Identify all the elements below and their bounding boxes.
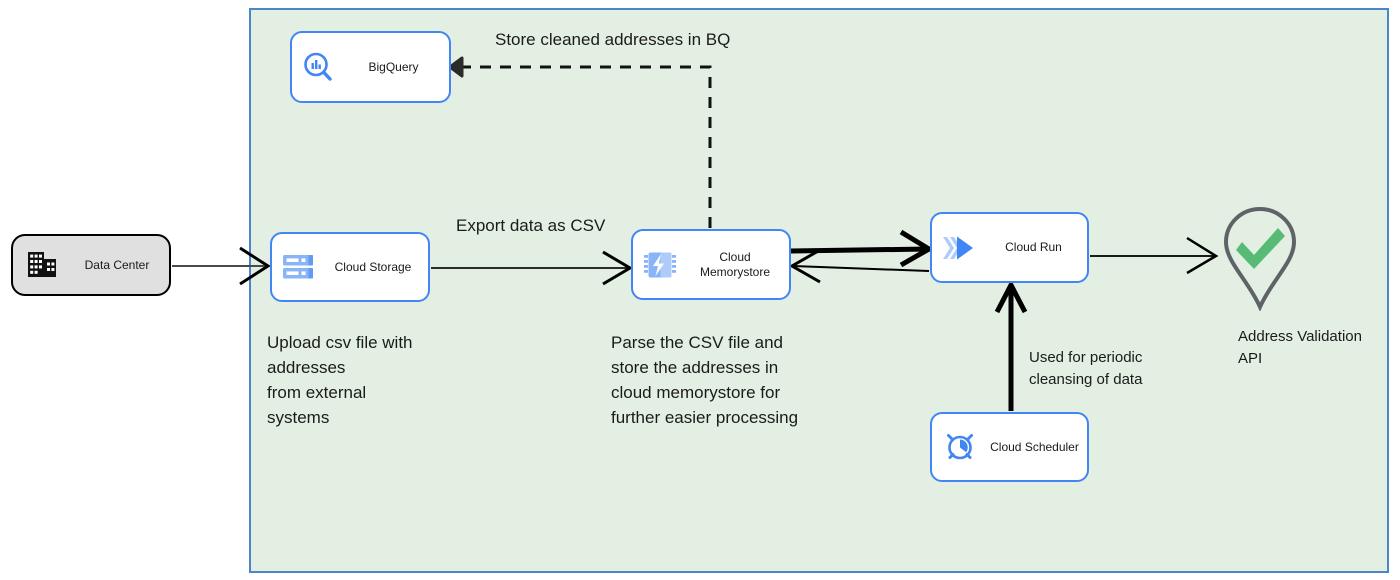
edge-label-export-csv: Export data as CSV bbox=[456, 216, 606, 235]
node-label: Data Center bbox=[84, 257, 150, 272]
node-bigquery[interactable]: BigQuery bbox=[290, 31, 451, 103]
cloud-run-icon bbox=[932, 232, 986, 264]
edge-label-periodic: Used for periodic cleansing of data bbox=[1029, 349, 1143, 388]
bigquery-icon bbox=[292, 51, 344, 83]
cloud-scheduler-icon bbox=[932, 431, 988, 463]
node-label: Cloud Storage bbox=[334, 259, 412, 274]
node-cloud-scheduler[interactable]: Cloud Scheduler bbox=[930, 412, 1089, 482]
cloud-memorystore-icon bbox=[633, 249, 687, 281]
location-pin-check-icon[interactable] bbox=[1222, 206, 1298, 312]
annotation-upload: Upload csv file with addresses from exte… bbox=[267, 333, 413, 427]
cloud-storage-icon bbox=[272, 253, 324, 281]
node-label: Cloud Scheduler bbox=[990, 439, 1079, 454]
node-label-address-validation-api: Address Validation API bbox=[1238, 328, 1362, 367]
node-label: Cloud Run bbox=[1005, 240, 1062, 255]
data-center-icon bbox=[13, 251, 71, 279]
node-data-center[interactable]: Data Center bbox=[11, 234, 171, 296]
node-cloud-memorystore[interactable]: Cloud Memorystore bbox=[631, 229, 791, 300]
node-label: Cloud Memorystore bbox=[699, 250, 770, 279]
node-cloud-run[interactable]: Cloud Run bbox=[930, 212, 1089, 283]
edge-label-store-in-bq: Store cleaned addresses in BQ bbox=[495, 30, 731, 49]
node-label: BigQuery bbox=[368, 59, 419, 74]
node-cloud-storage[interactable]: Cloud Storage bbox=[270, 232, 430, 302]
annotation-parse: Parse the CSV file and store the address… bbox=[611, 333, 799, 427]
